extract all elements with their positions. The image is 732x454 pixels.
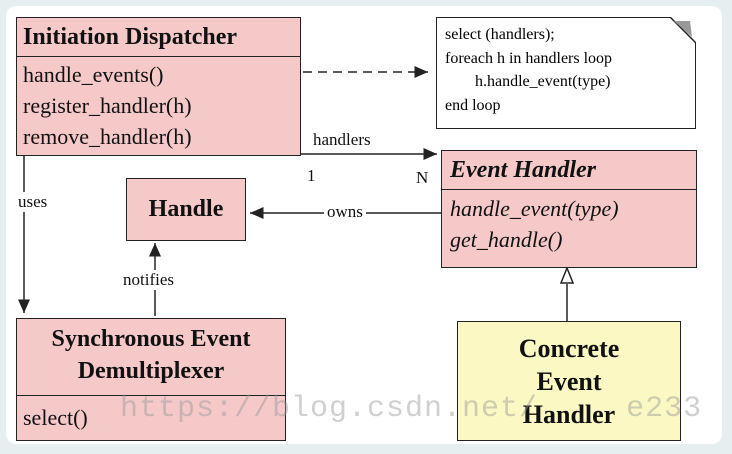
event-handler-class: Event Handler handle_event(type) get_han… xyxy=(441,150,697,268)
demux-title-line-1: Synchronous Event xyxy=(51,326,251,352)
note-fold-corner xyxy=(670,17,696,43)
multiplicity-one: 1 xyxy=(307,166,316,185)
concrete-line-3: Handler xyxy=(522,400,616,429)
owns-label: owns xyxy=(324,202,366,222)
handle-class: Handle xyxy=(126,178,246,241)
initiation-dispatcher-ops: handle_events() register_handler(h) remo… xyxy=(17,56,300,152)
note-line-4: end loop xyxy=(445,96,501,114)
demux-title: Synchronous Event Demultiplexer xyxy=(17,319,285,387)
op-register-handler: register_handler(h) xyxy=(23,93,192,118)
demux-title-line-2: Demultiplexer xyxy=(77,358,225,384)
initiation-dispatcher-class: Initiation Dispatcher handle_events() re… xyxy=(16,17,301,156)
demux-ops: select() xyxy=(17,395,285,433)
event-handler-title: Event Handler xyxy=(450,157,597,183)
note-line-3: h.handle_event(type) xyxy=(475,73,611,90)
concrete-line-1: Concrete xyxy=(518,334,620,363)
pseudocode-note: select (handlers); foreach h in handlers… xyxy=(436,17,696,129)
sync-event-demultiplexer-class: Synchronous Event Demultiplexer select() xyxy=(16,318,286,441)
notifies-label: notifies xyxy=(121,270,176,290)
concrete-line-2: Event xyxy=(536,367,602,396)
concrete-event-handler-class: Concrete Event Handler xyxy=(457,321,681,441)
note-line-2: foreach h in handlers loop xyxy=(445,49,613,67)
event-handler-ops: handle_event(type) get_handle() xyxy=(442,189,696,255)
inheritance-arrow xyxy=(559,265,575,321)
op-remove-handler: remove_handler(h) xyxy=(23,124,192,149)
op-get-handle: get_handle() xyxy=(450,227,563,252)
multiplicity-n: N xyxy=(416,168,429,187)
op-select: select() xyxy=(23,405,88,430)
op-handle-events: handle_events() xyxy=(23,62,164,87)
initiation-dispatcher-title: Initiation Dispatcher xyxy=(23,24,238,50)
handle-title: Handle xyxy=(148,196,224,222)
op-handle-event: handle_event(type) xyxy=(450,196,619,221)
handlers-label: handlers xyxy=(313,130,371,149)
note-line-1: select (handlers); xyxy=(445,26,555,43)
uses-label: uses xyxy=(16,192,50,212)
